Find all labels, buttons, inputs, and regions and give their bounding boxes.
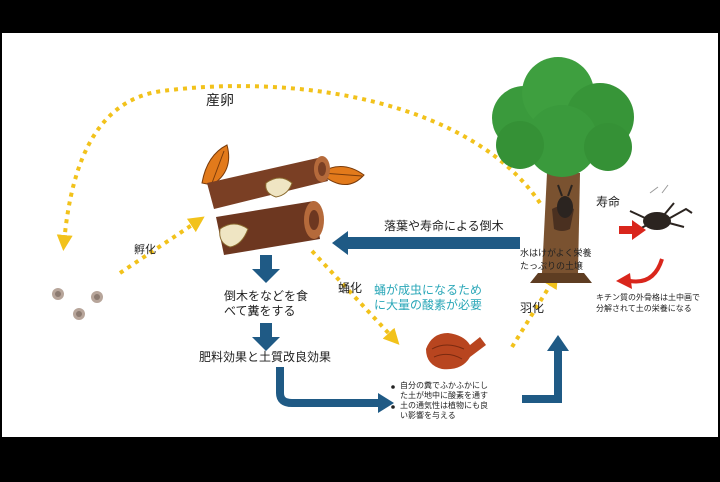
flow-arrow-to-info <box>276 367 378 407</box>
bullet-dot <box>391 385 395 389</box>
pupa-oxygen-label-line1: 蛹が成虫になるため <box>374 283 483 297</box>
down-arrow-1 <box>252 255 280 283</box>
fallen-trees-arrow <box>332 231 520 255</box>
bullet2-line1: 土の通気性は植物にも良 <box>400 401 488 410</box>
soil-label-line1: 水はけがよく栄養 <box>520 249 592 259</box>
pupate-arrow <box>310 249 400 345</box>
fallen-trees-label: 落葉や寿命による倒木 <box>384 219 504 233</box>
lay-eggs-arrow <box>56 84 542 251</box>
life-cycle-diagram: 産卵 孵化 蛹化 羽化 寿命 落葉や寿命による倒木 倒木をなどを食 べて糞をする… <box>2 33 718 437</box>
pupa-oxygen-label-line2: に大量の酸素が必要 <box>374 298 483 312</box>
lay-eggs-label: 産卵 <box>206 93 234 109</box>
eggs-icon <box>52 288 103 320</box>
lifespan-arrow <box>619 220 646 240</box>
hatch-label: 孵化 <box>134 243 156 256</box>
log-with-grubs-icon <box>207 156 330 255</box>
hatch-arrow <box>118 216 205 275</box>
pupa-icon <box>426 333 486 370</box>
flow-arrow-to-soil <box>522 349 562 403</box>
dead-beetle-icon <box>629 184 693 234</box>
diagram-graphics <box>52 57 693 413</box>
bullet1-line2: た土が地中に酸素を通す <box>400 391 488 400</box>
bullet-dot <box>391 405 395 409</box>
eat-trees-label-line2: べて糞をする <box>224 304 296 318</box>
chitin-label-line1: キチン質の外骨格は土中画で <box>596 293 700 302</box>
stag-beetle-icon <box>557 184 573 218</box>
soil-label-line2: たっぷりの土壌 <box>520 262 584 272</box>
tree-icon <box>492 57 634 283</box>
eclose-label: 羽化 <box>520 301 545 315</box>
autumn-leaf-icon <box>201 144 365 186</box>
chitin-label-line2: 分解されて土の栄養になる <box>596 304 692 313</box>
decompose-cycle-arrow <box>629 258 664 284</box>
eclose-arrow <box>510 272 559 349</box>
bullet1-line1: 自分の糞でふかふかにし <box>400 381 488 390</box>
fertilizer-label: 肥料効果と土質改良効果 <box>199 350 332 364</box>
bullet2-line2: い影響を与える <box>400 411 456 420</box>
eat-trees-label-line1: 倒木をなどを食 <box>224 289 309 303</box>
down-arrow-2 <box>252 323 280 351</box>
pupate-label: 蛹化 <box>338 281 363 295</box>
lifespan-label: 寿命 <box>596 195 621 209</box>
